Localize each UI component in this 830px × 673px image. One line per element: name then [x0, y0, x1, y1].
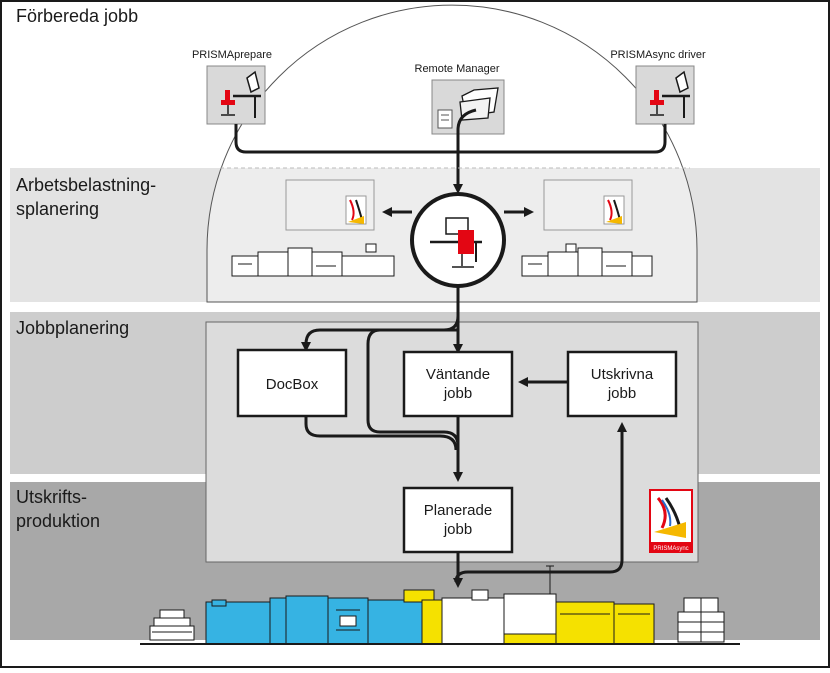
connector-remote-manager: [456, 108, 477, 152]
section-title-jobplanning: Jobbplanering: [16, 318, 129, 338]
printed-jobs-label-1: Utskrivna: [591, 366, 654, 383]
printed-jobs-box: Utskrivna jobb: [566, 350, 678, 418]
section-title-workload-2: splanering: [16, 199, 99, 219]
flow-to-docbox: [301, 315, 460, 352]
scheduled-jobs-label-1: Planerade: [424, 502, 492, 519]
label-remote-manager: Remote Manager: [415, 63, 500, 75]
label-prismasync-driver: PRISMAsync driver: [610, 49, 706, 61]
scheduled-jobs-box: Planerade jobb: [402, 486, 514, 554]
prismasync-logo-text: PRISMAsync: [653, 546, 688, 552]
docbox-box: DocBox: [236, 348, 348, 418]
scheduled-jobs-label-2: jobb: [443, 521, 472, 538]
flow-bypass-left: [366, 328, 460, 447]
waiting-jobs-box: Väntande jobb: [402, 350, 514, 418]
label-prismaprepare: PRISMAprepare: [192, 49, 272, 61]
flow-docbox-to-scheduled: [304, 416, 458, 451]
prismasync-logo: PRISMAsync: [649, 489, 693, 553]
paper-stack-input: [149, 609, 195, 641]
workstation-icon-prismasync-driver: [635, 65, 695, 125]
screen-right: [543, 179, 633, 231]
connector-prismasync-driver: [458, 124, 667, 154]
waiting-jobs-label-2: jobb: [443, 385, 472, 402]
docbox-label: DocBox: [266, 376, 319, 393]
screen-left: [285, 179, 375, 231]
paper-stack-output: [677, 597, 725, 643]
connector-prismaprepare: [234, 124, 458, 154]
section-title-production-1: Utskrifts-: [16, 487, 87, 507]
folder-icon-remote-manager: [431, 79, 505, 135]
production-printer-line: [140, 565, 740, 645]
central-workstation-icon: [410, 192, 506, 288]
section-title-prepare: Förbereda jobb: [16, 6, 138, 26]
section-title-workload-1: Arbetsbelastning-: [16, 175, 156, 195]
printer-line-left: [231, 243, 395, 277]
printer-line-right: [521, 243, 653, 277]
workstation-icon-prismaprepare: [206, 65, 266, 125]
printed-jobs-label-2: jobb: [607, 385, 636, 402]
section-title-production-2: produktion: [16, 511, 100, 531]
waiting-jobs-label-1: Väntande: [426, 366, 490, 383]
